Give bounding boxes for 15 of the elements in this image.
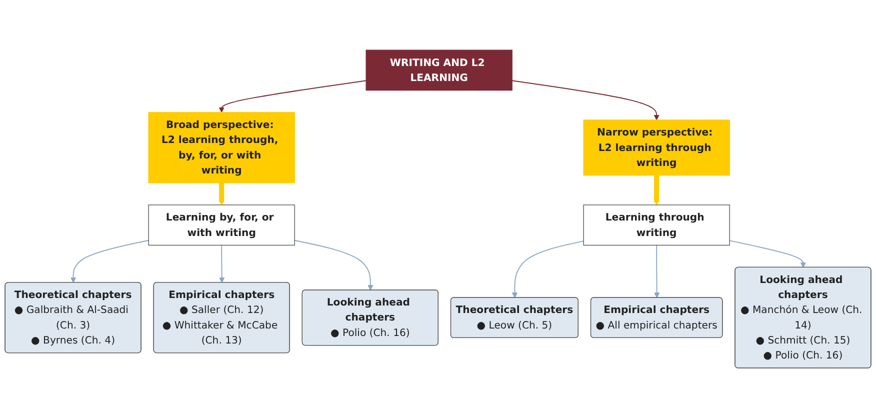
arrow <box>219 244 225 283</box>
node-box: WRITING AND L2 LEARNING <box>366 50 512 91</box>
arrow <box>294 240 374 290</box>
arrow <box>218 182 224 206</box>
arrow <box>512 80 660 120</box>
arrow <box>218 80 367 113</box>
node-box: Learning by, for, or with writing <box>148 204 295 246</box>
node-box: Broad perspective: L2 learning through, by, for, or with writing <box>148 112 295 184</box>
node-box: Learning through writing <box>583 204 730 246</box>
node-box: Narrow perspective: L2 learning through writing <box>583 120 730 176</box>
arrow <box>70 240 150 283</box>
arrow <box>512 240 584 298</box>
arrow <box>729 240 806 268</box>
arrow <box>654 244 660 298</box>
arrow <box>654 175 660 206</box>
